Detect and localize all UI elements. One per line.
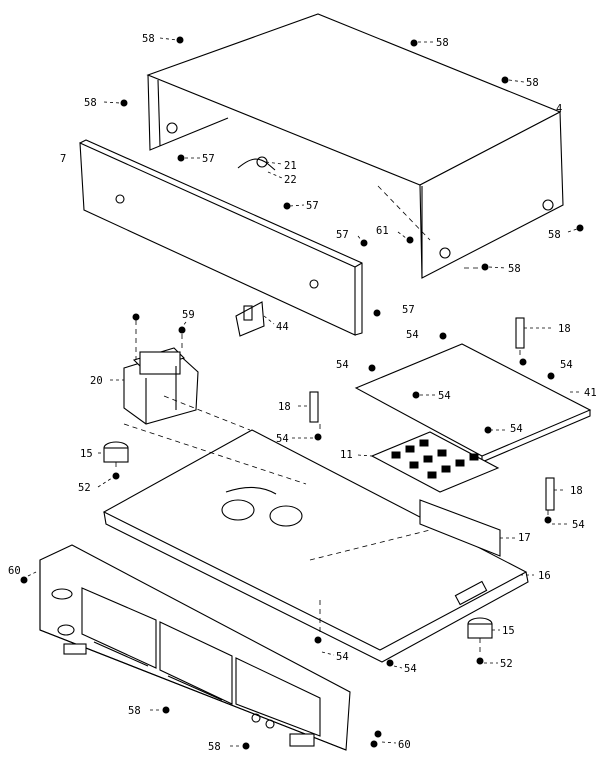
- callout-58: 58: [526, 77, 539, 89]
- callout-54: 54: [510, 423, 523, 435]
- chassis: [102, 429, 529, 663]
- callout-58: 58: [436, 37, 449, 49]
- callout-44: 44: [276, 321, 289, 333]
- callout-54: 54: [276, 433, 289, 445]
- guide-lines: [115, 185, 549, 656]
- callout-16: 16: [538, 570, 551, 582]
- callout-4: 4: [556, 103, 562, 115]
- callout-61: 61: [376, 225, 389, 237]
- main-pcb: [354, 343, 592, 463]
- bracket-44: [235, 301, 265, 337]
- callout-54: 54: [336, 651, 349, 663]
- front-panel: [39, 544, 351, 751]
- support-posts: [309, 317, 555, 511]
- leader-lines: [27, 37, 580, 747]
- callout-7: 7: [60, 153, 66, 165]
- callout-57: 57: [402, 304, 415, 316]
- callout-58: 58: [142, 33, 155, 45]
- callout-18: 18: [278, 401, 291, 413]
- callout-15: 15: [80, 448, 93, 460]
- callout-54: 54: [438, 390, 451, 402]
- callout-54: 54: [560, 359, 573, 371]
- callout-21: 21: [284, 160, 297, 172]
- callout-58: 58: [128, 705, 141, 717]
- front-sub-panel: [79, 139, 363, 336]
- terminal-pcb: [370, 431, 500, 493]
- callout-20: 20: [90, 375, 103, 387]
- callout-labels: 58 58 58 58 4 7 57 21 22 57 57 61 58 58 …: [8, 33, 597, 753]
- callout-60: 60: [398, 739, 411, 751]
- callout-57: 57: [306, 200, 319, 212]
- callout-58: 58: [508, 263, 521, 275]
- callout-54: 54: [572, 519, 585, 531]
- top-cover: [146, 13, 564, 279]
- callout-52: 52: [78, 482, 91, 494]
- callout-11: 11: [340, 449, 353, 461]
- callout-17: 17: [518, 532, 531, 544]
- callout-22: 22: [284, 174, 297, 186]
- callout-57: 57: [336, 229, 349, 241]
- callout-54: 54: [406, 329, 419, 341]
- callout-57: 57: [202, 153, 215, 165]
- wire-clip: [237, 156, 276, 171]
- callout-58: 58: [548, 229, 561, 241]
- callout-59: 59: [182, 309, 195, 321]
- callout-60: 60: [8, 565, 21, 577]
- bracket-17: [419, 499, 501, 557]
- transformer: [123, 347, 199, 425]
- callout-18: 18: [570, 485, 583, 497]
- callout-52: 52: [500, 658, 513, 670]
- callout-15: 15: [502, 625, 515, 637]
- screws: [20, 36, 584, 750]
- feet: [103, 441, 493, 639]
- callout-58: 58: [208, 741, 221, 753]
- callout-18: 18: [558, 323, 571, 335]
- callout-58: 58: [84, 97, 97, 109]
- callout-41: 41: [584, 387, 597, 399]
- callout-54: 54: [404, 663, 417, 675]
- callout-54: 54: [336, 359, 349, 371]
